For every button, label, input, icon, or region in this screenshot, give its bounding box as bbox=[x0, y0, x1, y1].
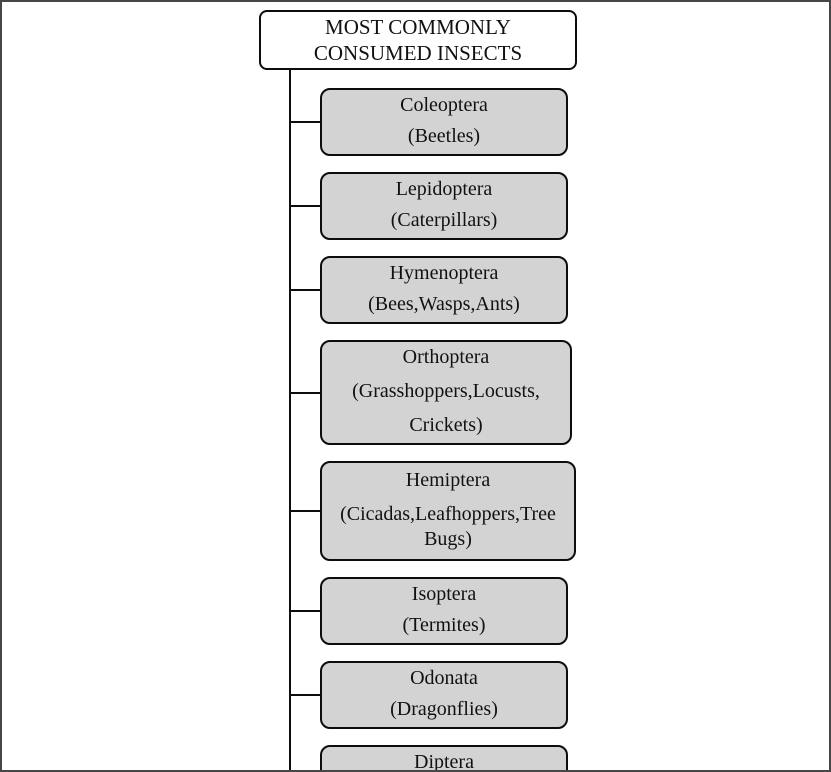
node-orthoptera: Orthoptera (Grasshoppers,Locusts, Cricket… bbox=[320, 340, 572, 445]
node-subtitle: (Termites) bbox=[402, 614, 486, 636]
root-title-line-2: CONSUMED INSECTS bbox=[313, 41, 523, 65]
node-title: Lepidoptera bbox=[395, 178, 493, 200]
node-odonata: Odonata (Dragonflies) bbox=[320, 661, 568, 729]
node-diptera: Diptera (Flies) bbox=[320, 745, 568, 772]
node-subtitle: (Bees,Wasps,Ants) bbox=[368, 293, 520, 315]
node-title: Orthoptera bbox=[402, 346, 490, 368]
connector-stub bbox=[290, 289, 321, 291]
connector-stub bbox=[290, 121, 321, 123]
connector-stub bbox=[290, 205, 321, 207]
node-title: Isoptera bbox=[411, 583, 477, 605]
node-hymenoptera: Hymenoptera (Bees,Wasps,Ants) bbox=[320, 256, 568, 324]
node-title: Diptera bbox=[414, 751, 474, 772]
node-subtitle: (Caterpillars) bbox=[390, 209, 498, 231]
connector-stub bbox=[290, 694, 321, 696]
nodes-column: Coleoptera (Beetles) Lepidoptera (Caterp… bbox=[320, 88, 580, 772]
node-subtitle: Crickets) bbox=[409, 414, 483, 436]
connector-stub bbox=[290, 391, 321, 394]
node-lepidoptera: Lepidoptera (Caterpillars) bbox=[320, 172, 568, 240]
node-title: Coleoptera bbox=[400, 94, 488, 116]
node-subtitle: (Grasshoppers,Locusts, bbox=[352, 380, 540, 402]
node-subtitle: (Cicadas,Leafhoppers,Tree Bugs) bbox=[340, 503, 556, 550]
connector-spine bbox=[289, 70, 291, 770]
connector-stub bbox=[290, 610, 321, 612]
node-title: Hemiptera bbox=[405, 469, 491, 491]
node-subtitle: (Beetles) bbox=[407, 125, 481, 147]
node-hemiptera: Hemiptera (Cicadas,Leafhoppers,Tree Bugs… bbox=[320, 461, 576, 561]
node-subtitle: (Dragonflies) bbox=[390, 698, 498, 720]
node-coleoptera: Coleoptera (Beetles) bbox=[320, 88, 568, 156]
root-title-line-1: MOST COMMONLY bbox=[325, 15, 511, 39]
root-node: MOST COMMONLY CONSUMED INSECTS bbox=[259, 10, 577, 70]
node-isoptera: Isoptera (Termites) bbox=[320, 577, 568, 645]
node-title: Odonata bbox=[410, 667, 478, 689]
connector-stub bbox=[290, 510, 321, 512]
node-title: Hymenoptera bbox=[389, 262, 499, 284]
